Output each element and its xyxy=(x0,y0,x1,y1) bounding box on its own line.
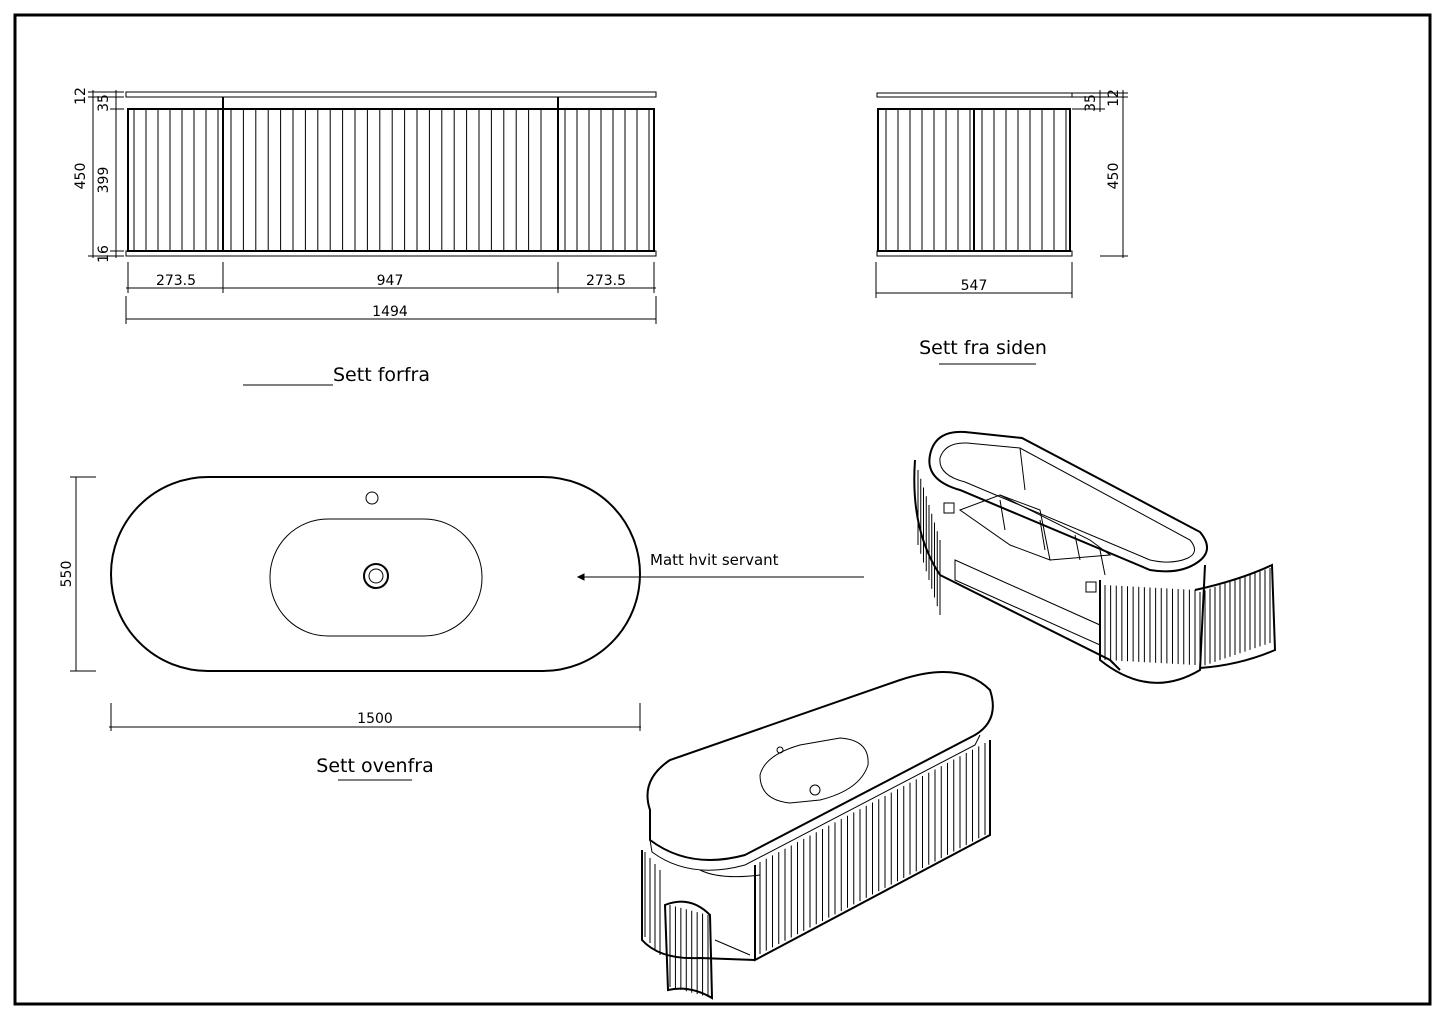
top-basin-outline xyxy=(269,518,483,637)
side-fluting xyxy=(885,110,1067,250)
dim-side-depth: 547 xyxy=(961,278,988,294)
side-view: 35 12 450 547 Sett fra siden xyxy=(875,89,1128,365)
dim-front-w3: 273.5 xyxy=(586,273,626,289)
iso-closed-front xyxy=(754,740,991,962)
sheet-frame xyxy=(13,13,1432,1006)
iso-open-cabinet xyxy=(913,430,1277,684)
front-view: 12 35 450 399 16 273.5 947 273.5 1494 Se… xyxy=(73,87,657,386)
iso-closed-left-end xyxy=(641,850,756,961)
drain-outer xyxy=(363,563,389,589)
front-plinth xyxy=(125,250,657,257)
top-countertop-outline xyxy=(110,476,641,672)
dim-front-399: 399 xyxy=(96,167,112,194)
dim-front-w1: 273.5 xyxy=(156,273,196,289)
iso-hinge-1 xyxy=(943,502,955,514)
dim-side-450: 450 xyxy=(1106,163,1122,190)
iso-open-front xyxy=(1099,564,1206,684)
iso-drain xyxy=(809,784,821,796)
dim-top-width: 1500 xyxy=(357,711,393,727)
dim-side-12: 12 xyxy=(1106,89,1122,107)
iso-open-door-right-fluting xyxy=(1199,568,1271,667)
faucet-hole xyxy=(365,491,379,505)
dim-front-12: 12 xyxy=(73,87,89,105)
iso-open-door-right xyxy=(1194,563,1277,669)
iso-hinge-2 xyxy=(1085,581,1097,593)
dim-front-16: 16 xyxy=(96,245,112,263)
iso-faucet-hole xyxy=(776,746,784,754)
front-fluting xyxy=(133,110,650,250)
dim-top-depth: 550 xyxy=(59,561,75,588)
dim-front-total: 1494 xyxy=(372,304,408,320)
iso-basin xyxy=(759,737,869,804)
iso-closed-open-door xyxy=(663,900,714,1000)
iso-open-door-left xyxy=(1104,585,1196,665)
iso-closed-front-fluting xyxy=(759,743,986,954)
front-cabinet-body xyxy=(127,108,655,252)
iso-closed-end-fluting xyxy=(644,852,661,955)
servant-annotation: Matt hvit servant xyxy=(650,551,779,569)
front-countertop xyxy=(125,91,657,98)
side-countertop xyxy=(876,92,1073,98)
dim-front-w2: 947 xyxy=(377,273,404,289)
iso-closed-cabinet xyxy=(641,671,994,1000)
iso-closed-countertop xyxy=(646,671,994,861)
top-view: Matt hvit servant 550 1500 Sett ovenfra xyxy=(59,476,864,781)
drain-inner xyxy=(368,568,384,584)
dim-front-450: 450 xyxy=(73,163,89,190)
annotation-arrowhead xyxy=(576,573,585,581)
iso-closed-door-fluting xyxy=(669,905,709,997)
dim-side-35: 35 xyxy=(1083,94,1099,112)
top-view-title: Sett ovenfra xyxy=(316,755,433,777)
front-view-title: Sett forfra xyxy=(333,364,430,386)
iso-open-left-fluting xyxy=(917,470,941,615)
iso-open-rim xyxy=(928,430,1208,573)
side-view-title: Sett fra siden xyxy=(919,337,1047,359)
iso-open-left-side xyxy=(913,459,1121,671)
dim-front-35: 35 xyxy=(96,94,112,112)
